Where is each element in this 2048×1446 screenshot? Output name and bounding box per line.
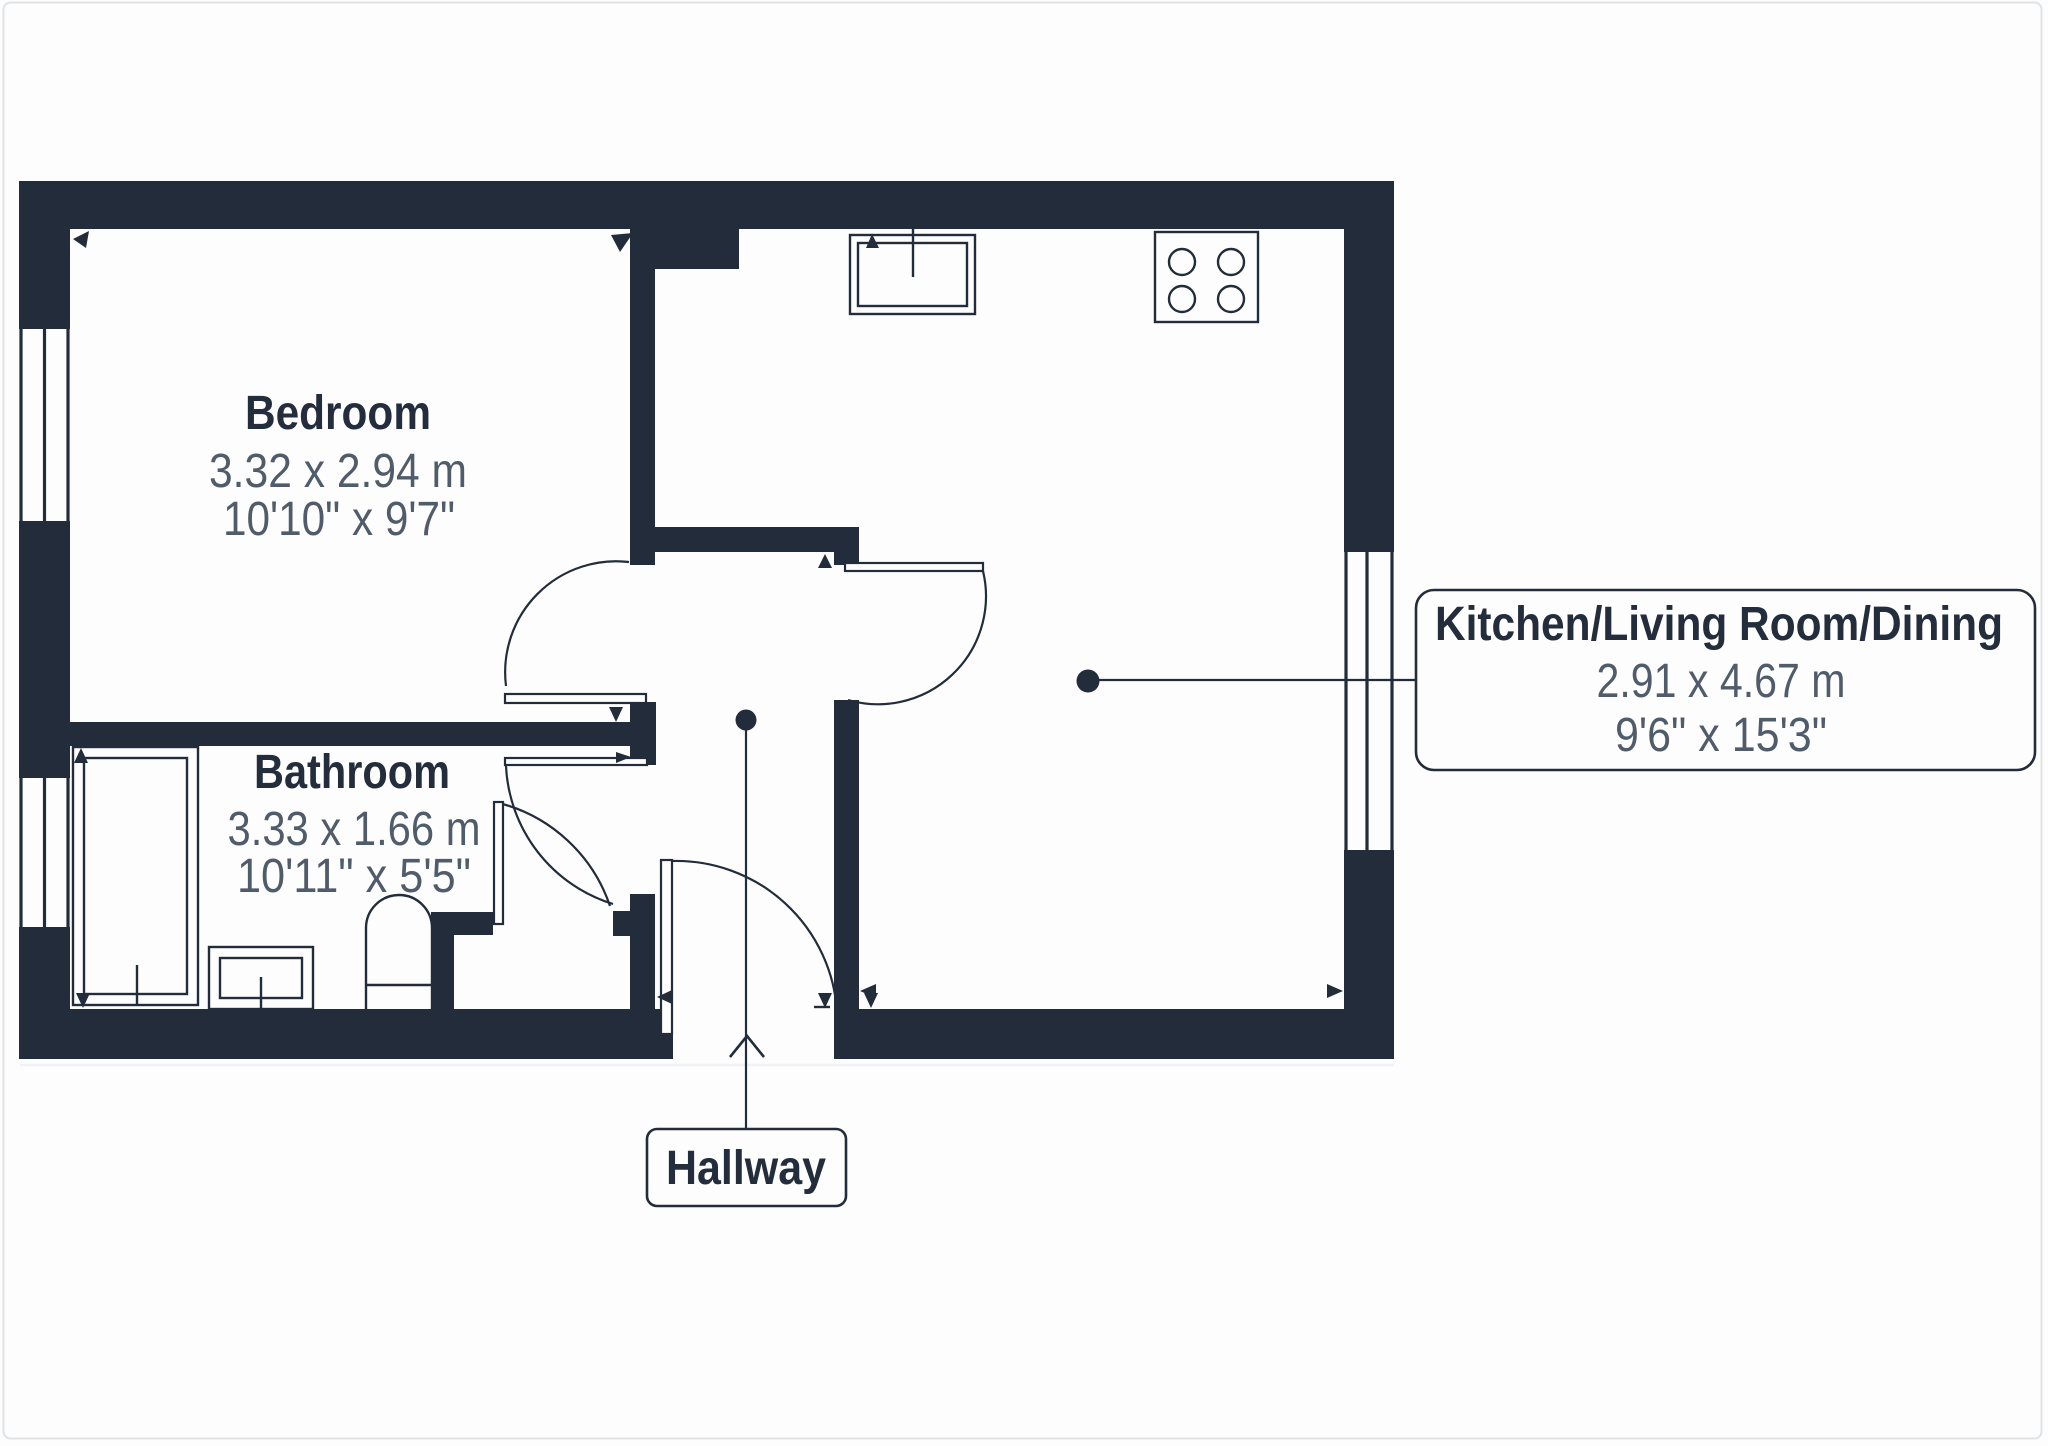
- svg-text:10'11" x 5'5": 10'11" x 5'5": [237, 850, 471, 903]
- svg-text:3.32 x 2.94 m: 3.32 x 2.94 m: [209, 445, 467, 498]
- svg-text:Hallway: Hallway: [666, 1142, 826, 1195]
- svg-text:Bathroom: Bathroom: [254, 746, 450, 799]
- svg-text:9'6" x 15'3": 9'6" x 15'3": [1615, 709, 1827, 762]
- svg-text:3.33 x 1.66 m: 3.33 x 1.66 m: [228, 803, 481, 856]
- svg-text:10'10" x 9'7": 10'10" x 9'7": [223, 493, 455, 546]
- svg-text:Kitchen/Living Room/Dining: Kitchen/Living Room/Dining: [1435, 598, 2003, 651]
- svg-text:2.91 x 4.67 m: 2.91 x 4.67 m: [1597, 655, 1846, 708]
- svg-text:Bedroom: Bedroom: [245, 387, 431, 440]
